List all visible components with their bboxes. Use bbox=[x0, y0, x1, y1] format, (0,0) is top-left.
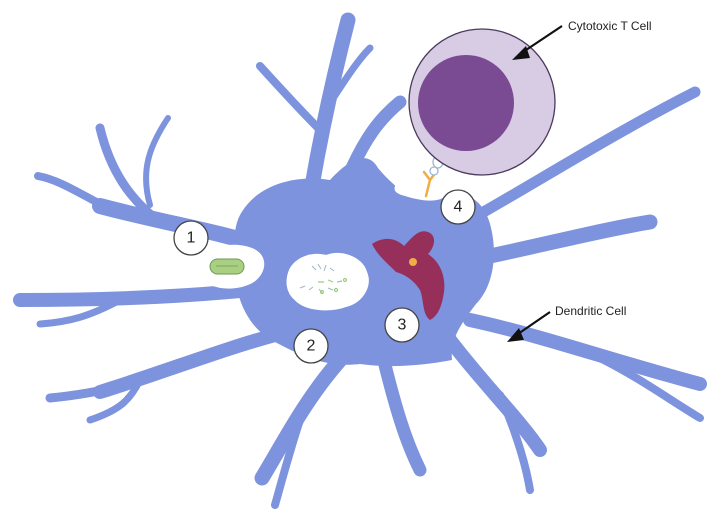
dendrite-right-lower bbox=[470, 320, 700, 384]
step-marker-1: 1 bbox=[174, 221, 208, 255]
step-number-3: 3 bbox=[398, 317, 407, 334]
dendrite-bottom-right bbox=[450, 340, 540, 450]
step-number-4: 4 bbox=[454, 199, 463, 216]
peptide-marker-icon bbox=[409, 258, 417, 266]
tcr-part bbox=[430, 167, 438, 175]
step-4-presentation bbox=[395, 156, 449, 201]
step-number-1: 1 bbox=[187, 230, 196, 247]
dendrite-left-upper-branch-b bbox=[38, 176, 108, 208]
cytotoxic-t-cell-label: Cytotoxic T Cell bbox=[568, 19, 652, 33]
t-cell-nucleus bbox=[418, 55, 514, 151]
lysosome-vacuole bbox=[288, 254, 368, 309]
dendrite-left-middle bbox=[20, 290, 250, 300]
step-marker-3: 3 bbox=[385, 308, 419, 342]
dendrite-top-left bbox=[312, 20, 348, 186]
dendrite-top-middle bbox=[352, 102, 400, 168]
step-marker-4: 4 bbox=[441, 190, 475, 224]
dendritic-cell-label: Dendritic Cell bbox=[555, 304, 626, 318]
cytotoxic-t-cell bbox=[409, 29, 555, 175]
step-number-2: 2 bbox=[307, 338, 316, 355]
dendrite-right-middle bbox=[480, 222, 650, 258]
dendrite-left-upper-branch-c bbox=[146, 118, 168, 205]
dendrite-bottom bbox=[385, 365, 420, 470]
step-2-lysosome bbox=[288, 254, 368, 309]
step-marker-2: 2 bbox=[294, 329, 328, 363]
dendrite-top-left-branch-a bbox=[260, 66, 322, 132]
